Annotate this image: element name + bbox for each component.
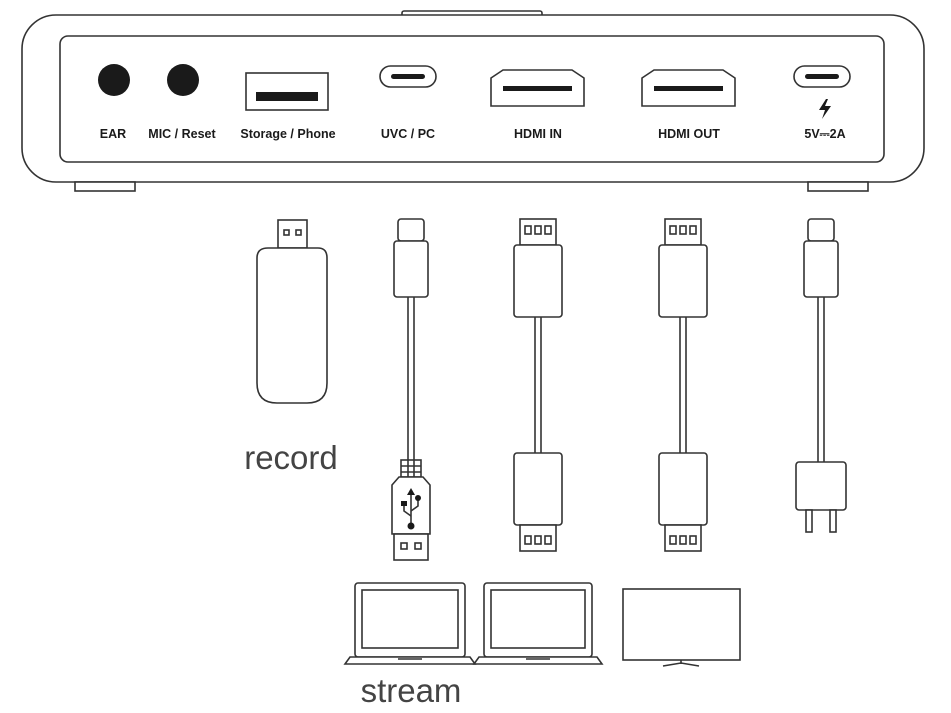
hdmi-in-top-plug-body: [513, 244, 563, 318]
ear-port: EAR: [98, 64, 130, 141]
flash-drive-body: [256, 247, 328, 404]
device-foot-right: [807, 181, 869, 192]
usb-c-to-usb-a-cable: [391, 218, 431, 561]
uvc-pc-port: UVC / PC: [379, 65, 437, 141]
storage-phone-port: Storage / Phone: [240, 72, 336, 141]
laptop-left: [343, 582, 477, 665]
device-port-panel: [59, 35, 885, 163]
record-label: record: [244, 439, 338, 476]
usb-a-strain-relief: [400, 459, 422, 478]
usb-c-port-tongue: [391, 74, 425, 79]
hdmi-out-port: HDMI OUT: [641, 69, 736, 141]
laptop-right: [472, 582, 604, 665]
power-plug-prong-left: [805, 509, 813, 533]
laptop-left-screen: [361, 589, 459, 649]
power-port: 5V⎓2A: [793, 65, 851, 141]
hdmi-out-bottom-plug-body: [658, 452, 708, 526]
power-port-label: 5V⎓2A: [804, 127, 845, 141]
hdmi-out-port-tongue: [654, 86, 723, 91]
storage-phone-port-label: Storage / Phone: [240, 127, 335, 141]
mic-reset-port-label: MIC / Reset: [148, 127, 216, 141]
monitor: [622, 588, 741, 667]
power-usb-c-plug-tip: [807, 218, 835, 242]
power-plug-prong-right: [829, 509, 837, 533]
usb-c-plug-tip: [397, 218, 425, 242]
mic-jack-icon: [167, 64, 199, 96]
hdmi-out-top-plug-body: [658, 244, 708, 318]
usb-a-plug-tip: [393, 533, 429, 561]
power-usb-c-plug-body: [803, 240, 839, 298]
usb-a-contact-left: [400, 542, 408, 550]
laptop-left-base: [343, 656, 477, 665]
flash-drive-contact-right: [295, 229, 302, 236]
power-usb-c-port-tongue: [805, 74, 839, 79]
flash-drive-connector: [277, 219, 308, 249]
lightning-icon: [819, 99, 831, 119]
hdmi-in-port: HDMI IN: [490, 69, 585, 141]
laptop-right-screen: [490, 589, 586, 649]
usb-a-port-icon: [245, 72, 329, 111]
usb-c-plug-body: [393, 240, 429, 298]
power-adapter-cable: [795, 218, 847, 533]
uvc-pc-port-label: UVC / PC: [381, 127, 435, 141]
hdmi-in-port-tongue: [503, 86, 572, 91]
monitor-screen: [622, 588, 741, 661]
laptop-right-base: [472, 656, 604, 665]
usb-flash-drive: [256, 219, 328, 404]
capture-device: EAR MIC / Reset Storage / Phone UVC / PC…: [21, 10, 925, 192]
hdmi-cable-out: [658, 218, 708, 552]
ear-jack-icon: [98, 64, 130, 96]
usb-trident-icon: [401, 488, 421, 530]
stream-label: stream: [361, 672, 462, 709]
hdmi-out-port-label: HDMI OUT: [658, 127, 720, 141]
mic-reset-port: MIC / Reset: [148, 64, 217, 141]
flash-drive-contact-left: [283, 229, 290, 236]
usb-a-port-tongue: [256, 92, 318, 101]
power-adapter-body: [795, 461, 847, 511]
device-foot-left: [74, 181, 136, 192]
ear-port-label: EAR: [100, 127, 126, 141]
hdmi-in-port-label: HDMI IN: [514, 127, 562, 141]
monitor-stand: [662, 662, 700, 667]
usb-a-contact-right: [414, 542, 422, 550]
hdmi-cable-in: [513, 218, 563, 552]
hdmi-in-bottom-plug-body: [513, 452, 563, 526]
